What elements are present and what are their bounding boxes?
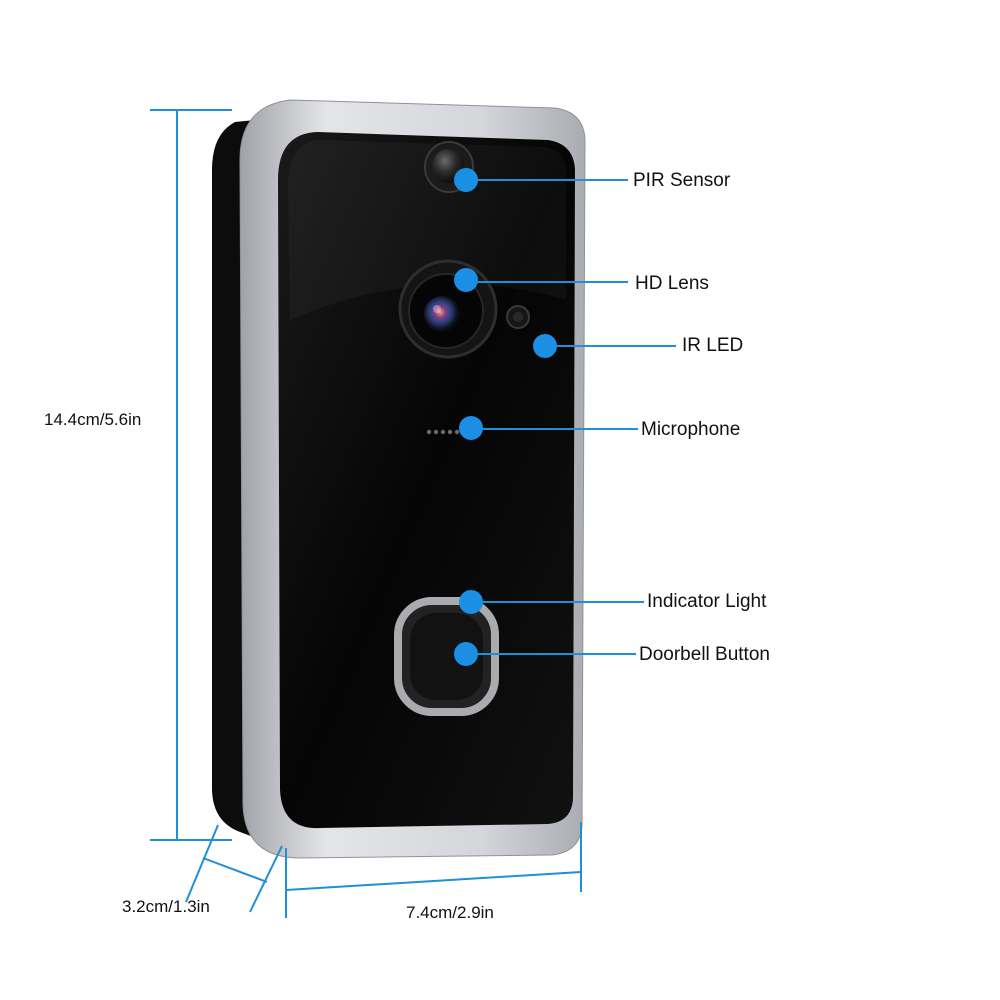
- width-dimension: [285, 822, 582, 918]
- ir-led-emitter: [506, 305, 530, 329]
- callout-dot: [454, 642, 478, 666]
- label-indicator-light: Indicator Light: [647, 591, 767, 612]
- callout-hd-lens: [454, 268, 628, 292]
- callout-indicator-light: [459, 590, 644, 614]
- label-hd-lens: HD Lens: [635, 273, 709, 294]
- height-dimension: [150, 109, 232, 841]
- doorbell-device: [212, 99, 586, 859]
- microphone-holes: [426, 429, 460, 435]
- callout-doorbell-button: [454, 642, 636, 666]
- callout-dot: [459, 590, 483, 614]
- label-width-dimension: 7.4cm/2.9in: [406, 903, 494, 922]
- label-pir-sensor: PIR Sensor: [633, 170, 731, 191]
- callout-dot: [454, 268, 478, 292]
- depth-dimension: [185, 824, 283, 913]
- label-depth-dimension: 3.2cm/1.3in: [122, 897, 210, 916]
- callout-dot: [533, 334, 557, 358]
- hd-lens-camera: [398, 259, 498, 359]
- doorbell-button: [394, 597, 499, 716]
- callout-dot: [454, 168, 478, 192]
- callout-ir-led: [533, 334, 676, 358]
- label-doorbell-button: Doorbell Button: [639, 644, 770, 665]
- label-microphone: Microphone: [641, 419, 741, 440]
- label-ir-led: IR LED: [682, 335, 744, 356]
- callout-pir-sensor: [454, 168, 628, 192]
- callout-microphone: [459, 416, 638, 440]
- callout-dot: [459, 416, 483, 440]
- label-height-dimension: 14.4cm/5.6in: [44, 410, 142, 429]
